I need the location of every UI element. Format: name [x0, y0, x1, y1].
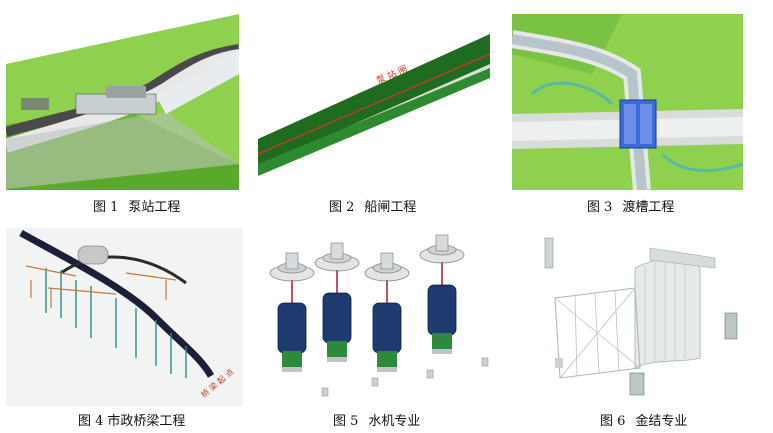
figure-6-caption: 图 6 金结专业 — [600, 410, 687, 429]
figure-2-title: 船闸工程 — [364, 200, 417, 215]
figure-5-title: 水机专业 — [368, 414, 421, 429]
figure-3-image — [512, 14, 743, 190]
figure-1-caption: 图 1 泵站工程 — [93, 196, 180, 215]
figure-1-number: 图 1 — [93, 200, 119, 215]
figure-5-caption: 图 5 水机专业 — [333, 410, 420, 429]
figure-6-image — [515, 228, 747, 406]
figure-3-number: 图 3 — [587, 200, 613, 215]
figure-5-image — [262, 228, 494, 406]
figure-4-number: 图 4 — [78, 414, 104, 429]
figure-4-image: 桥 梁 起 点 — [6, 228, 243, 406]
figure-6-title: 金结专业 — [635, 414, 688, 429]
figure-1-image — [6, 14, 239, 190]
figure-4-title: 市政桥梁工程 — [107, 414, 186, 429]
figure-2-image: 泵 站 闸 — [258, 14, 490, 190]
figure-6-number: 图 6 — [600, 414, 626, 429]
figure-2-caption: 图 2 船闸工程 — [329, 196, 416, 215]
figure-3-caption: 图 3 渡槽工程 — [587, 196, 674, 215]
figure-3-title: 渡槽工程 — [622, 200, 675, 215]
figure-5-number: 图 5 — [333, 414, 359, 429]
figure-2-number: 图 2 — [329, 200, 355, 215]
figure-1-title: 泵站工程 — [128, 200, 181, 215]
